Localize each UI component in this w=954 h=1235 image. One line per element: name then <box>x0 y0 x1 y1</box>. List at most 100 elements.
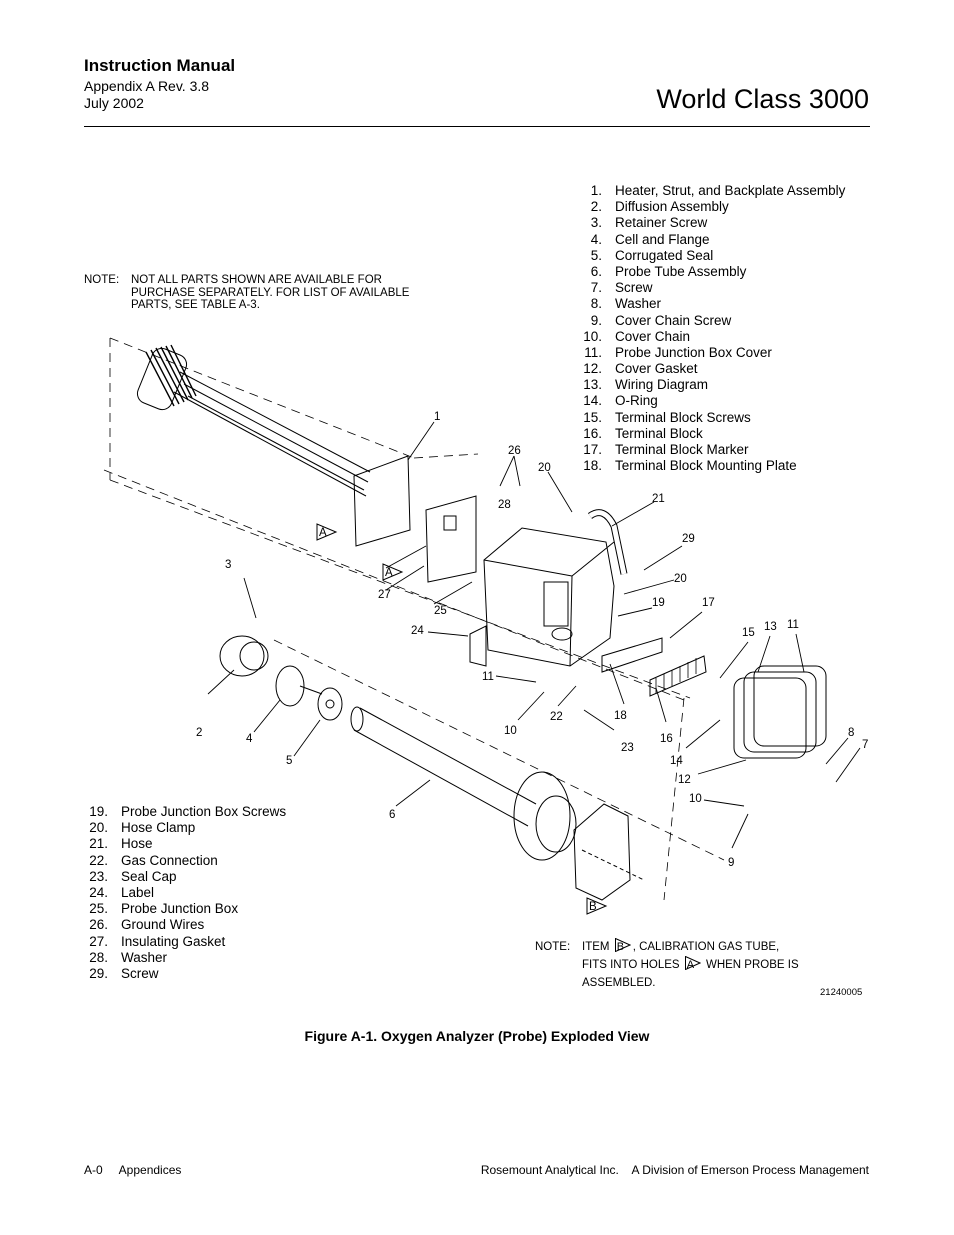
callout-21: 21 <box>652 493 665 505</box>
part-number: 27. <box>89 933 108 949</box>
part-name: Terminal Block Marker <box>615 442 749 457</box>
part-number: 7. <box>590 280 602 296</box>
parts-list-item: 8.Washer <box>578 296 878 312</box>
part-name: Probe Junction Box Cover <box>615 344 772 360</box>
part-number: 13. <box>583 377 602 393</box>
parts-list-item: 19.Probe Junction Box Screws <box>84 804 344 820</box>
product-name: World Class 3000 <box>656 84 869 114</box>
part-number: 21. <box>89 836 108 852</box>
parts-list-item: 17.Terminal Block Marker <box>578 442 878 458</box>
part-name: Ground Wires <box>121 917 205 933</box>
part-name: Cover Chain Screw <box>615 312 732 328</box>
exploded-view-diagram: 1 2 3 4 5 6 7 8 9 10 10 11 11 12 13 14 1… <box>103 337 868 915</box>
callout-labels: 1 2 3 4 5 6 7 8 9 10 10 11 11 12 13 14 1… <box>196 411 868 913</box>
callout-25: 25 <box>434 605 447 617</box>
ref-a-1: A <box>319 527 327 539</box>
part-name: Terminal Block <box>615 425 703 441</box>
calibration-item-word: ITEM <box>582 941 610 953</box>
callout-5: 5 <box>286 755 292 767</box>
part-name: Gas Connection <box>121 852 218 868</box>
callout-13: 13 <box>764 621 777 633</box>
ref-triangle-b: B <box>614 938 631 953</box>
parts-list-item: 6.Probe Tube Assembly <box>578 264 878 280</box>
callout-8: 8 <box>848 727 854 739</box>
parts-list-item: 24. Label <box>84 885 344 901</box>
part-number: 23. <box>89 868 108 884</box>
part-name: Heater, Strut, and Backplate Assembly <box>615 183 846 198</box>
part-number: 25. <box>89 901 108 917</box>
part-name: Probe Junction Box Screws <box>121 804 287 819</box>
heater-strut-assembly <box>136 344 477 583</box>
parts-list-item: 1.Heater, Strut, and Backplate Assembly <box>578 183 878 199</box>
calibration-last: ASSEMBLED. <box>582 977 656 989</box>
availability-note-label: NOTE: <box>84 274 120 286</box>
part-name: Screw <box>121 965 159 981</box>
part-name: Label <box>121 884 155 900</box>
callout-19: 19 <box>652 597 665 609</box>
part-number: 12. <box>583 361 602 377</box>
callout-23: 23 <box>621 742 634 754</box>
callout-9: 9 <box>728 857 734 869</box>
part-name: Hose <box>121 836 153 852</box>
ref-b: B <box>589 901 597 913</box>
ref-a-2: A <box>385 567 393 579</box>
part-number: 2. <box>590 199 602 215</box>
callout-29: 29 <box>682 533 695 545</box>
callout-7: 7 <box>862 739 868 751</box>
callout-27: 27 <box>378 589 391 601</box>
parts-list-item: 13.Wiring Diagram <box>578 377 878 393</box>
callout-2: 2 <box>196 727 202 739</box>
part-number: 18. <box>583 458 602 474</box>
part-name: Diffusion Assembly <box>615 199 729 215</box>
callout-11b: 11 <box>787 619 799 631</box>
manual-revision: Appendix A Rev. 3.8 <box>84 78 210 94</box>
callout-20b: 20 <box>674 573 687 585</box>
calibration-note-label: NOTE: <box>535 941 571 953</box>
part-number: 14. <box>583 393 602 409</box>
part-name: Seal Cap <box>121 868 177 884</box>
part-number: 6. <box>590 263 602 279</box>
parts-list-item: 26. Ground Wires <box>84 917 344 933</box>
ref-triangle-a: A <box>684 956 701 971</box>
parts-list-item: 4.Cell and Flange <box>578 232 878 248</box>
callout-28: 28 <box>498 499 511 511</box>
header-divider <box>84 126 870 127</box>
part-number: 24. <box>89 884 108 900</box>
probe-tube-assembly <box>350 706 645 901</box>
part-name: Cover Chain <box>615 328 691 344</box>
parts-list-item: 9.Cover Chain Screw <box>578 313 878 329</box>
parts-list-item: 2. Diffusion Assembly <box>578 199 878 215</box>
part-number: 11. <box>584 344 602 360</box>
callout-24: 24 <box>411 625 424 637</box>
footer-page-section: A-0 Appendices <box>84 1163 182 1177</box>
part-number: 8. <box>590 296 602 312</box>
manual-date: July 2002 <box>84 95 144 111</box>
calibration-mid: , CALIBRATION GAS TUBE, <box>632 941 780 953</box>
part-number: 5. <box>590 247 602 263</box>
parts-list-item: 27.Insulating Gasket <box>84 934 344 950</box>
callout-11a: 11 <box>482 671 494 683</box>
part-number: 10. <box>583 328 602 344</box>
part-name: Retainer Screw <box>615 215 708 231</box>
manual-title: Instruction Manual <box>84 56 236 75</box>
callout-20a: 20 <box>538 462 551 474</box>
callout-10b: 10 <box>689 793 702 805</box>
parts-list-item: 7.Screw <box>578 280 878 296</box>
part-number: 4. <box>590 231 602 247</box>
parts-list-item: 29.Screw <box>84 966 344 982</box>
parts-list-item: 5.Corrugated Seal <box>578 248 878 264</box>
footer-publisher: Rosemount Analytical Inc. A Division of … <box>480 1163 869 1177</box>
part-number: 16. <box>583 425 602 441</box>
drawing-number: 21240005 <box>820 987 863 998</box>
calibration-fits: FITS INTO HOLES <box>582 959 680 971</box>
callout-14: 14 <box>670 755 683 767</box>
parts-list-item: 12.Cover Gasket <box>578 361 878 377</box>
part-name: Terminal Block Screws <box>615 409 751 425</box>
callout-15: 15 <box>742 627 755 639</box>
callout-10a: 10 <box>504 725 517 737</box>
callout-16: 16 <box>660 733 673 745</box>
callout-12: 12 <box>678 774 691 786</box>
part-number: 26. <box>89 917 108 933</box>
callout-1: 1 <box>434 411 440 423</box>
